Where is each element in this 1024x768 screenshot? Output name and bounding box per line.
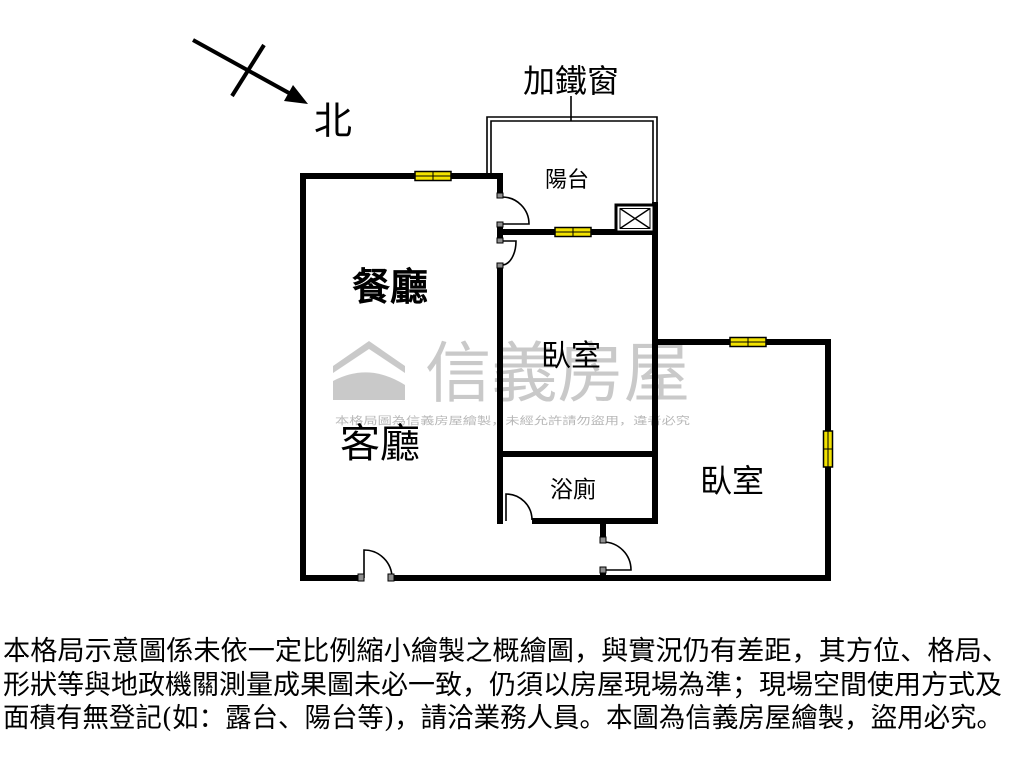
room-labels: 陽台 餐廳 客廳 臥室 浴廁 臥室 bbox=[340, 168, 764, 503]
disclaimer-line: 形狀等與地政機關測量成果圖未必一致，仍須以房屋現場為準；現場空間使用方式及 bbox=[3, 670, 1002, 701]
room-label-balcony: 陽台 bbox=[545, 168, 589, 193]
disclaimer-line: 本格局示意圖係未依一定比例縮小繪製之概繪圖，與實況仍有差距，其方位、格局、 bbox=[3, 636, 1009, 667]
window-bedroom-2-top bbox=[729, 336, 767, 348]
door-hinge bbox=[496, 221, 504, 228]
compass: 北 bbox=[192, 38, 352, 143]
door-bathroom-icon bbox=[505, 493, 533, 521]
door-hinge bbox=[599, 566, 607, 574]
door-hinge bbox=[496, 237, 504, 244]
room-label-living: 客廳 bbox=[340, 421, 420, 467]
door-bedroom-1-icon bbox=[501, 240, 517, 266]
window-dining-top bbox=[414, 170, 452, 182]
doors bbox=[357, 192, 632, 582]
door-balcony-icon bbox=[501, 196, 530, 225]
windows bbox=[414, 170, 834, 468]
door-hinge bbox=[387, 573, 395, 582]
window-bedroom-2-right bbox=[822, 430, 834, 468]
iron-window-label: 加鐵窗 bbox=[523, 62, 619, 100]
door-bedroom-2-icon bbox=[602, 541, 632, 571]
compass-arrow-shaft bbox=[192, 38, 299, 100]
iron-window-annotation: 加鐵窗 bbox=[523, 62, 619, 121]
logo-base bbox=[333, 372, 405, 400]
balcony-railing bbox=[486, 116, 658, 205]
north-label: 北 bbox=[314, 99, 352, 143]
shaft-box bbox=[614, 203, 656, 234]
room-label-dining: 餐廳 bbox=[352, 264, 428, 309]
logo-roof bbox=[333, 341, 405, 373]
compass-cross-line bbox=[230, 43, 266, 98]
disclaimer-line: 面積有無登記(如：露台、陽台等)，請洽業務人員。本圖為信義房屋繪製，盜用必究。 bbox=[3, 703, 1003, 734]
room-label-bedroom-1: 臥室 bbox=[541, 339, 601, 374]
watermark: 信義房屋 本格局圖為信義房屋繪製，未經允許請勿盜用，違者必究 bbox=[333, 335, 691, 427]
watermark-notice: 本格局圖為信義房屋繪製，未經允許請勿盜用，違者必究 bbox=[335, 414, 691, 427]
balcony-railing-inner bbox=[490, 120, 654, 205]
window-bedroom-1-top bbox=[554, 226, 592, 238]
shaft-box-inner bbox=[619, 208, 651, 229]
room-label-bedroom-2: 臥室 bbox=[700, 462, 764, 500]
watermark-logo-icon bbox=[333, 341, 405, 400]
door-hinge bbox=[496, 192, 504, 199]
door-hinge bbox=[599, 536, 607, 544]
door-hinge bbox=[496, 262, 504, 269]
balcony-railing-outer bbox=[486, 116, 658, 205]
shaft-box-cross-b bbox=[619, 207, 651, 230]
walls bbox=[300, 173, 831, 581]
watermark-brand: 信義房屋 bbox=[425, 335, 690, 412]
disclaimer: 本格局示意圖係未依一定比例縮小繪製之概繪圖，與實況仍有差距，其方位、格局、 形狀… bbox=[3, 636, 1009, 734]
door-hinge bbox=[357, 573, 365, 582]
door-entrance-icon bbox=[363, 549, 393, 579]
compass-arrowhead-icon bbox=[284, 85, 308, 104]
room-label-bathroom: 浴廁 bbox=[550, 477, 596, 503]
